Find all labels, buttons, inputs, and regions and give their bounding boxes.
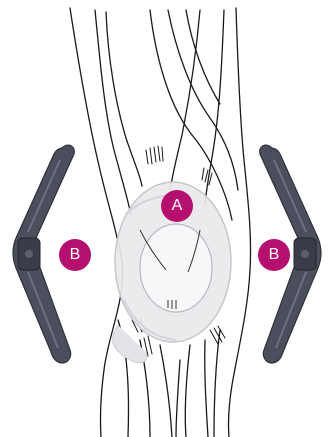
left-splint-label-badge: B [59,239,91,271]
right-splint-label-badge: B [258,239,290,271]
pad-label-badge: A [161,190,193,222]
